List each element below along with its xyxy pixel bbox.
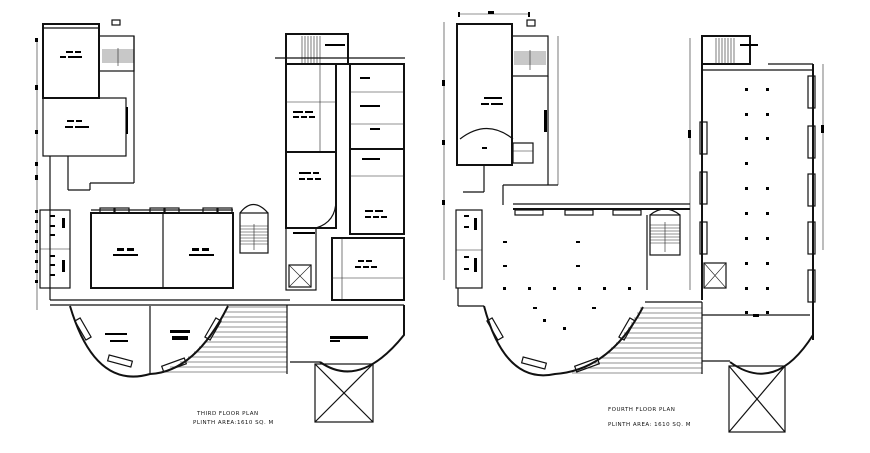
third-floor-title: THIRD FLOOR PLAN: [197, 411, 259, 417]
third-floor-area: PLINTH AREA:1610 SQ. M: [193, 420, 274, 426]
terrace-hatch: [160, 305, 288, 374]
fourth-floor-title: FOURTH FLOOR PLAN: [608, 407, 676, 413]
stair-icon: [301, 36, 345, 64]
stair-icon: [650, 222, 680, 252]
third-floor-plan: [35, 19, 405, 423]
stair-icon: [514, 50, 546, 70]
toilet-fixtures: [50, 215, 65, 276]
column-grid: [745, 88, 769, 314]
terrace-hatch: [572, 301, 703, 374]
column-grid: [503, 241, 631, 330]
stair-icon: [715, 38, 758, 64]
fourth-floor-plan: [442, 11, 824, 433]
stair-icon: [240, 224, 268, 250]
fourth-floor-area: PLINTH AREA: 1610 SQ. M: [608, 422, 691, 428]
stair-icon: [102, 48, 134, 66]
